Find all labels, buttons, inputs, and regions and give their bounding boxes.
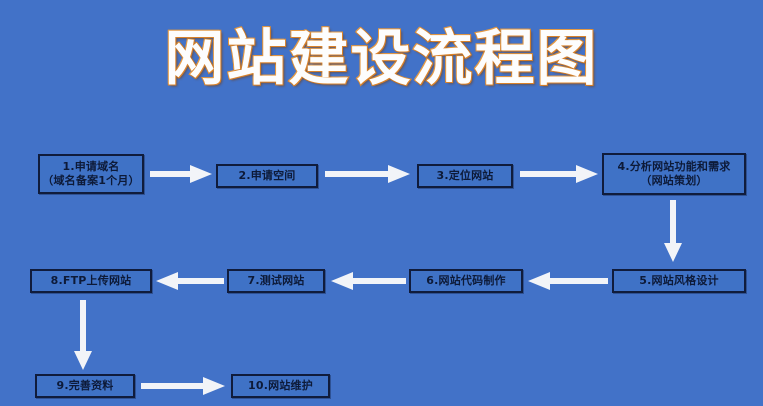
flow-node-step-4[interactable]: 4.分析网站功能和需求 （网站策划） [602, 153, 746, 195]
flow-node-step-3[interactable]: 3.定位网站 [417, 164, 513, 188]
flow-node-step-5[interactable]: 5.网站风格设计 [612, 269, 746, 293]
flow-node-label-line1: 9.完善资料 [56, 379, 114, 392]
flow-node-label-line2: （域名备案1个月） [42, 174, 140, 187]
arrow-8-to-9 [74, 300, 92, 370]
flow-node-step-9[interactable]: 9.完善资料 [35, 374, 135, 398]
arrow-6-to-7 [331, 272, 406, 290]
flow-node-step-6[interactable]: 6.网站代码制作 [409, 269, 523, 293]
arrow-3-to-4 [520, 165, 598, 183]
arrow-4-to-5 [664, 200, 682, 262]
flow-node-step-7[interactable]: 7.测试网站 [227, 269, 325, 293]
flow-node-label-line1: 4.分析网站功能和需求 [617, 160, 731, 173]
flow-node-label-line1: 2.申请空间 [238, 169, 296, 182]
flow-node-label-line1: 3.定位网站 [436, 169, 494, 182]
arrow-2-to-3 [325, 165, 410, 183]
flow-node-step-10[interactable]: 10.网站维护 [231, 374, 330, 398]
flow-node-step-1[interactable]: 1.申请域名 （域名备案1个月） [38, 154, 144, 194]
flow-node-label-line1: 1.申请域名 [62, 160, 120, 173]
arrow-5-to-6 [528, 272, 608, 290]
page-title: 网站建设流程图 [164, 24, 599, 94]
flow-node-label-line1: 6.网站代码制作 [426, 274, 506, 287]
flow-node-label-line1: 8.FTP上传网站 [50, 274, 132, 287]
arrow-9-to-10 [141, 377, 225, 395]
arrow-1-to-2 [150, 165, 212, 183]
flow-node-label-line1: 5.网站风格设计 [639, 274, 719, 287]
flow-node-label-line2: （网站策划） [640, 174, 708, 187]
flow-node-label-line1: 10.网站维护 [248, 379, 313, 392]
flow-node-step-8[interactable]: 8.FTP上传网站 [30, 269, 152, 293]
flow-node-step-2[interactable]: 2.申请空间 [216, 164, 318, 188]
flow-node-label-line1: 7.测试网站 [247, 274, 305, 287]
arrow-7-to-8 [156, 272, 224, 290]
